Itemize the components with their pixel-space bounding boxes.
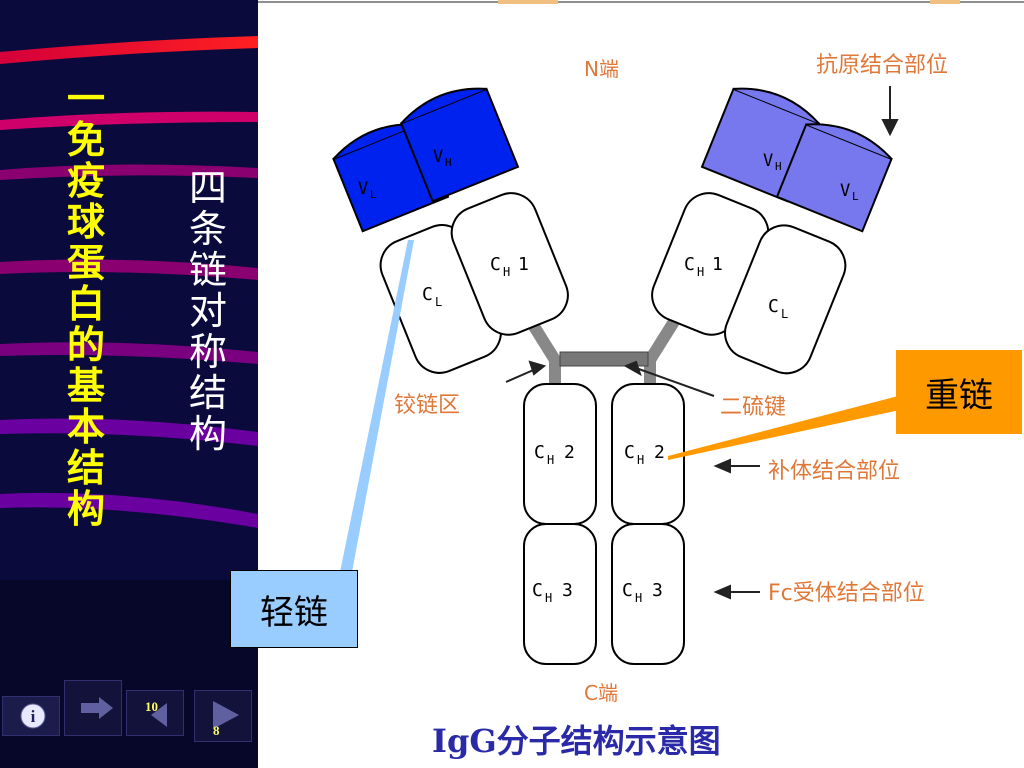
ch3-label-left: C xyxy=(532,580,543,601)
c-terminus-label: C端 xyxy=(584,681,618,705)
vh-sub-left: H xyxy=(445,156,452,169)
cl-label-left: C xyxy=(422,284,433,305)
ch1-num-left: 1 xyxy=(518,254,529,275)
cl-sub-left: L xyxy=(435,295,442,309)
heavy-chain-callout: 重链 xyxy=(896,350,1022,434)
vl-label-right: V xyxy=(840,181,850,201)
annotation-arrows xyxy=(505,86,899,600)
disulfide-label: 二硫键 xyxy=(720,395,786,420)
back-button[interactable]: 10 xyxy=(126,690,184,736)
vh-label-left: V xyxy=(433,147,443,167)
heavy-chain-pointer xyxy=(668,396,900,460)
ch1-label-right: C xyxy=(684,254,695,275)
fc-receptor-site-label: Fc受体结合部位 xyxy=(768,581,925,606)
complement-site-label: 补体结合部位 xyxy=(768,459,900,484)
ch3-sub-right: H xyxy=(635,591,642,605)
slide-total: 10 xyxy=(145,699,158,714)
ch1-sub-left: H xyxy=(503,265,510,279)
next-button[interactable]: 8 xyxy=(194,690,252,742)
igg-diagram: V L V H C L C H 1 V H V L C H 1 C L C H … xyxy=(258,0,1024,768)
ch2-label-left: C xyxy=(534,442,545,463)
domain-labels: V L V H C L C H 1 V H V L C H 1 C L C H … xyxy=(358,147,859,605)
n-terminus-label: N端 xyxy=(584,57,619,81)
hinge-region xyxy=(524,316,681,388)
info-icon: i xyxy=(20,703,46,729)
decorative-stripes xyxy=(0,0,258,768)
ch1-sub-right: H xyxy=(697,265,704,279)
ch3-num-left: 3 xyxy=(562,580,573,601)
vh-sub-right: H xyxy=(775,160,782,173)
ch3-label-right: C xyxy=(622,580,633,601)
heavy-chain-callout-text: 重链 xyxy=(925,375,993,416)
arrow-left-icon xyxy=(151,703,167,727)
vl-sub-right: L xyxy=(852,190,859,203)
vl-label-left: V xyxy=(358,179,368,199)
prev-button[interactable] xyxy=(64,680,122,736)
ch1-num-right: 1 xyxy=(712,254,723,275)
antigen-site-label: 抗原结合部位 xyxy=(816,53,948,78)
play-icon xyxy=(213,701,239,729)
right-light-chain xyxy=(724,123,893,375)
ch2-label-right: C xyxy=(624,442,635,463)
figure-caption: IgG分子结构示意图 xyxy=(432,722,721,760)
igg-structure-figure: V L V H C L C H 1 V H V L C H 1 C L C H … xyxy=(258,0,1024,760)
slide-current: 8 xyxy=(213,723,220,738)
arrow-right-icon xyxy=(81,697,113,719)
ch2-num-right: 2 xyxy=(654,442,665,463)
ch2-sub-left: H xyxy=(547,453,554,467)
vh-label-right: V xyxy=(763,151,773,171)
ch2-num-left: 2 xyxy=(564,442,575,463)
light-chain-callout-text: 轻链 xyxy=(260,592,328,633)
fc-region xyxy=(523,383,685,665)
ch3-sub-left: H xyxy=(545,591,552,605)
vertical-subtitle: 四条链对称结构 xyxy=(188,166,227,456)
info-button[interactable]: i xyxy=(2,696,60,736)
ch3-num-right: 3 xyxy=(652,580,663,601)
ch2-sub-right: H xyxy=(637,453,644,467)
hinge-label: 铰链区 xyxy=(394,393,460,418)
vl-sub-left: L xyxy=(370,188,377,201)
slide-sidebar: 一免疫球蛋白的基本结构 四条链对称结构 i 10 8 xyxy=(0,0,258,768)
ch1-label-left: C xyxy=(490,254,501,275)
cl-label-right: C xyxy=(768,296,779,317)
light-chain-callout: 轻链 xyxy=(230,570,358,648)
light-chain-pointer xyxy=(340,240,414,572)
annotation-labels: N端 抗原结合部位 铰链区 二硫键 补体结合部位 Fc受体结合部位 C端 xyxy=(394,53,948,705)
left-heavy-chain xyxy=(399,87,569,336)
svg-text:i: i xyxy=(31,707,36,726)
cl-sub-right: L xyxy=(781,307,788,321)
vertical-title: 一免疫球蛋白的基本结构 xyxy=(66,76,105,531)
